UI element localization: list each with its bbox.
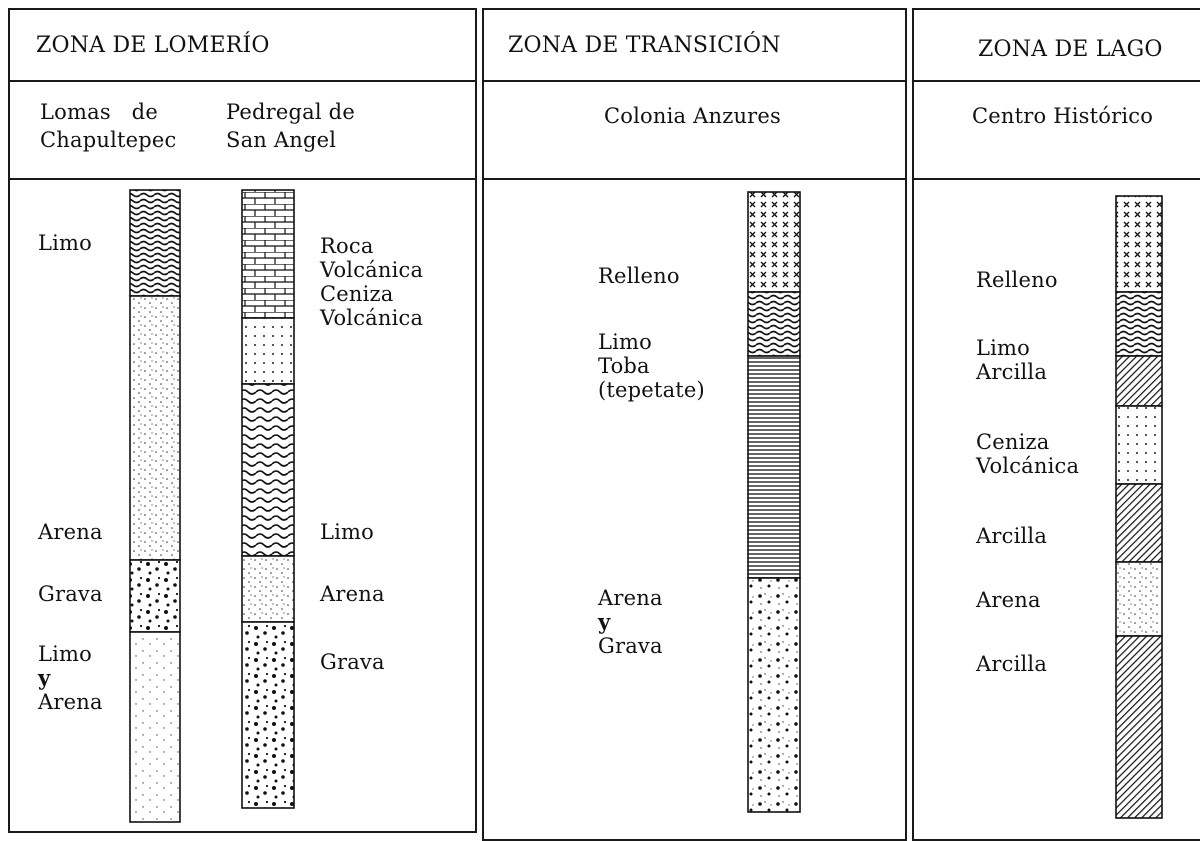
layer-horizontal-lines xyxy=(747,355,801,579)
site-centro-historico: Centro Histórico xyxy=(972,104,1154,128)
layer-label: Limo xyxy=(38,231,93,255)
site-pedregal-line2: San Angel xyxy=(226,128,337,152)
layer-label: Roca xyxy=(320,234,374,258)
zona-transicion-title: ZONA DE TRANSICIÓN xyxy=(508,33,781,58)
layer-sand xyxy=(1115,561,1163,637)
layer-sand-grid xyxy=(1115,405,1163,485)
header-divider xyxy=(912,80,1200,82)
layer-label: Arena xyxy=(38,690,103,714)
layer-sand xyxy=(129,295,181,561)
layer-cross xyxy=(747,191,801,293)
header-divider xyxy=(912,178,1200,180)
layer-label: Arcilla xyxy=(976,652,1048,676)
header-divider xyxy=(8,178,477,180)
layer-sand-sparse xyxy=(129,631,181,823)
layer-label: Grava xyxy=(598,634,663,658)
layer-label: Grava xyxy=(38,582,103,606)
layer-brick xyxy=(241,189,295,319)
layer-label: Ceniza xyxy=(320,282,394,306)
layer-wavy-dense xyxy=(1115,291,1163,357)
layer-label: Limo xyxy=(320,520,375,544)
layer-label: Limo xyxy=(976,336,1031,360)
header-divider xyxy=(482,80,907,82)
zona-lago-title: ZONA DE LAGO xyxy=(978,37,1163,62)
site-pedregal-line1: Pedregal de xyxy=(226,100,355,124)
layer-gravel xyxy=(241,621,295,809)
layer-sand xyxy=(241,555,295,623)
layer-label: Limo xyxy=(38,642,93,666)
layer-label: Volcánica xyxy=(976,454,1080,478)
layer-label: Ceniza xyxy=(976,430,1050,454)
layer-label: Relleno xyxy=(976,268,1058,292)
layer-label: Toba xyxy=(598,354,650,378)
layer-label: Arcilla xyxy=(976,524,1048,548)
layer-label: Volcánica xyxy=(320,258,424,282)
layer-wavy-dense xyxy=(747,291,801,357)
layer-gravel-sand xyxy=(747,577,801,813)
layer-label: Grava xyxy=(320,650,385,674)
layer-diagonal xyxy=(1115,355,1163,407)
layer-label: Arena xyxy=(38,520,103,544)
layer-label: (tepetate) xyxy=(598,378,705,402)
layer-wavy xyxy=(241,383,295,557)
site-anzures: Colonia Anzures xyxy=(604,104,782,128)
header-divider xyxy=(8,80,477,82)
layer-label: Relleno xyxy=(598,264,680,288)
layer-gravel xyxy=(129,559,181,633)
layer-sand-grid xyxy=(241,317,295,385)
layer-label: y xyxy=(598,609,611,634)
layer-cross xyxy=(1115,195,1163,293)
layer-label: Arena xyxy=(320,582,385,606)
zona-transicion-panel xyxy=(482,8,907,841)
layer-label: Arena xyxy=(598,586,663,610)
site-lomas-line2: Chapultepec xyxy=(40,128,177,152)
layer-wavy-dense xyxy=(129,189,181,297)
layer-label: Arcilla xyxy=(976,360,1048,384)
layer-label: Arena xyxy=(976,588,1041,612)
layer-label: y xyxy=(38,665,51,690)
site-lomas-line1: Lomas de xyxy=(40,100,158,124)
zona-lomerio-title: ZONA DE LOMERÍO xyxy=(36,33,270,58)
layer-diagonal xyxy=(1115,483,1163,563)
layer-label: Volcánica xyxy=(320,306,424,330)
layer-label: Limo xyxy=(598,330,653,354)
header-divider xyxy=(482,178,907,180)
layer-diagonal xyxy=(1115,635,1163,819)
